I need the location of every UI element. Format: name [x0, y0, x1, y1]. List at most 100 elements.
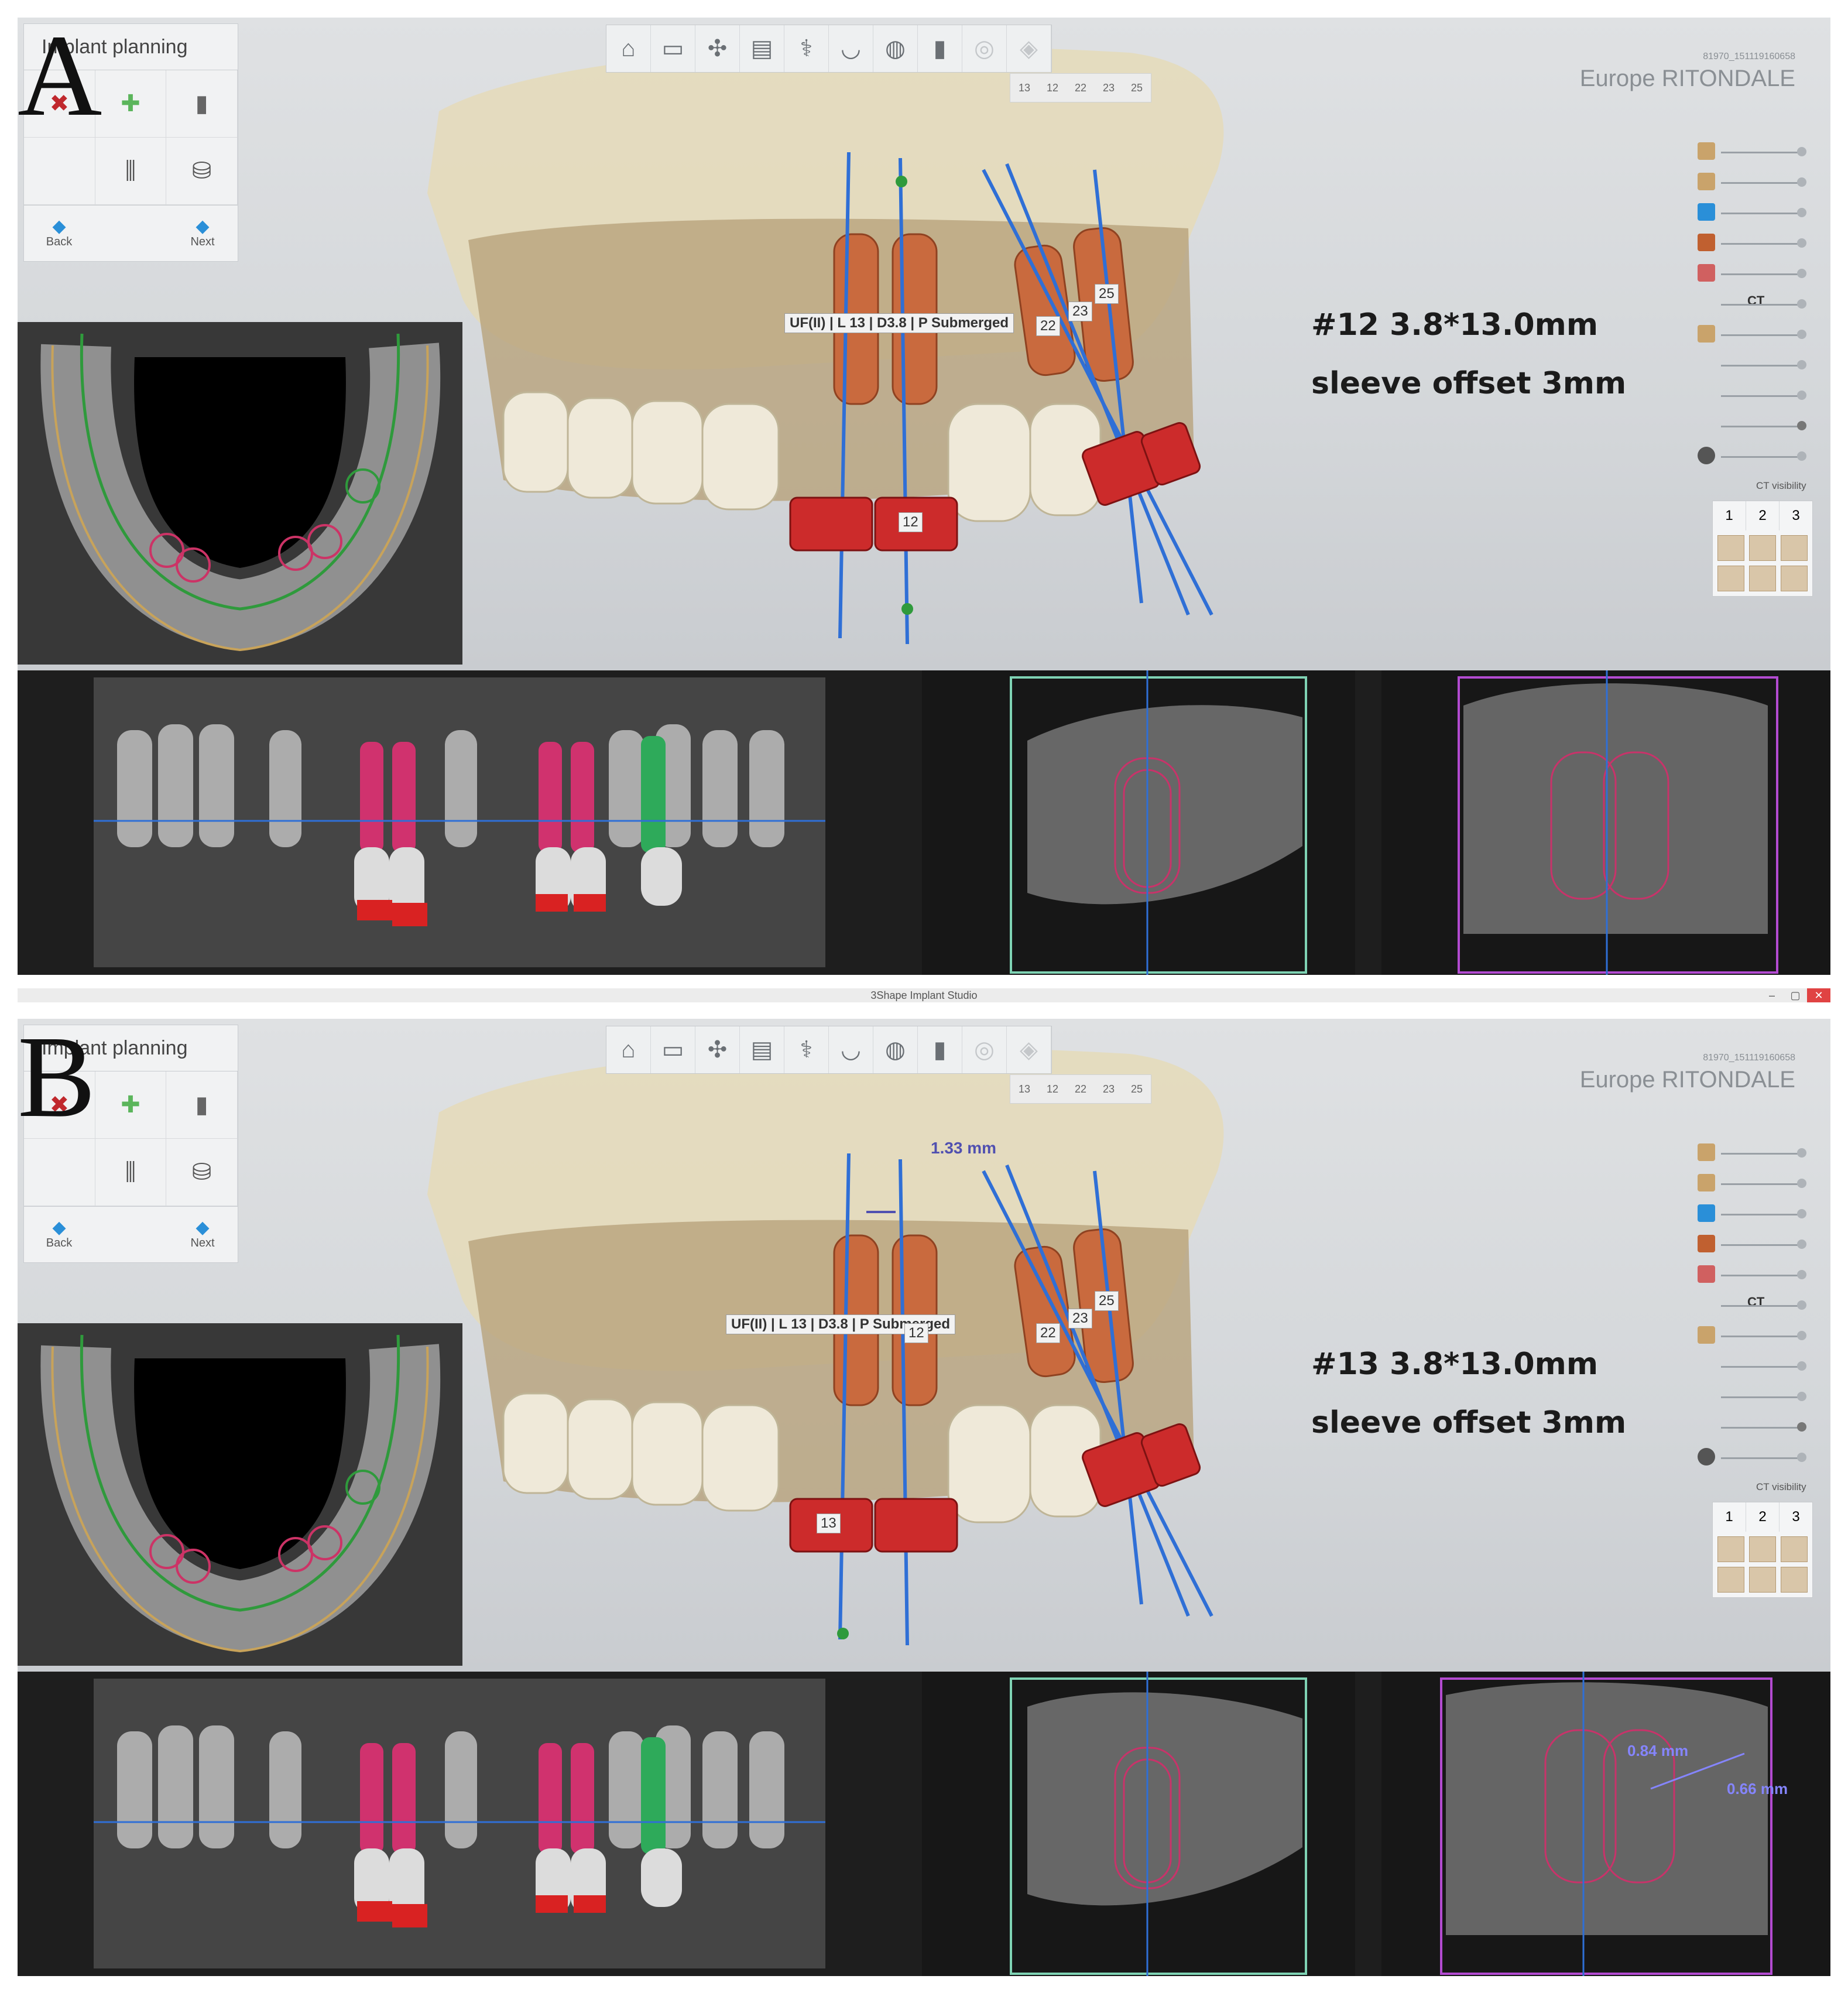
view-top-icon[interactable]: [1717, 1567, 1744, 1593]
cross-section-view-1[interactable]: [922, 670, 1355, 975]
ct-visibility-toggle[interactable]: CT visibility: [1756, 1481, 1806, 1492]
view-bottom-icon[interactable]: [1749, 1567, 1776, 1593]
slider-implant[interactable]: [1698, 1200, 1815, 1230]
implant-icon[interactable]: ▮: [918, 1026, 962, 1073]
layout-2[interactable]: 2: [1746, 501, 1780, 530]
view-left-icon[interactable]: [1749, 1536, 1776, 1562]
slider-sleeve[interactable]: [1698, 1230, 1815, 1261]
ct-visibility-toggle[interactable]: CT visibility: [1756, 480, 1806, 491]
slider-brightness[interactable]: [1698, 412, 1815, 442]
tab-implant-12[interactable]: 12: [1046, 82, 1059, 94]
layout-1[interactable]: 1: [1713, 1502, 1746, 1532]
close-icon[interactable]: ✕: [1807, 988, 1830, 1002]
slider-implant[interactable]: [1698, 198, 1815, 229]
slider-ct[interactable]: CT: [1698, 290, 1815, 320]
panoramic-icon[interactable]: ▤: [740, 25, 784, 72]
occlusal-ct-view[interactable]: [18, 322, 462, 665]
tab-implant-25[interactable]: 25: [1130, 82, 1143, 94]
layout-3[interactable]: 3: [1792, 1509, 1800, 1525]
home-icon[interactable]: ⌂: [606, 25, 651, 72]
add-implant-icon[interactable]: ✚: [95, 70, 167, 138]
parallel-icon[interactable]: ⫼: [95, 138, 167, 205]
next-button[interactable]: ◆Next: [167, 206, 238, 261]
guide-icon[interactable]: ◎: [962, 1026, 1007, 1073]
slider-gum[interactable]: [1698, 351, 1815, 381]
slider-model[interactable]: [1698, 138, 1815, 168]
arch-icon[interactable]: ◡: [829, 25, 873, 72]
tab-implant-22[interactable]: 22: [1074, 82, 1087, 94]
panoramic-view[interactable]: [94, 677, 825, 967]
view-front-icon[interactable]: [1717, 535, 1744, 561]
tab-implant-13[interactable]: 13: [1018, 82, 1031, 94]
nerve-icon[interactable]: ⚕: [784, 1026, 829, 1073]
slider-crown[interactable]: [1698, 381, 1815, 412]
slider-ct[interactable]: CT: [1698, 1291, 1815, 1321]
panoramic-icon[interactable]: ▤: [740, 1026, 784, 1073]
maximize-icon[interactable]: ▢: [1790, 989, 1801, 1001]
slider-tooth[interactable]: [1698, 320, 1815, 351]
delete-implant-icon[interactable]: ✖: [24, 70, 95, 138]
empty-slot: [24, 1139, 95, 1206]
layout-2[interactable]: 2: [1746, 1502, 1780, 1532]
home-icon[interactable]: ⌂: [606, 1026, 651, 1073]
tab-implant-23[interactable]: 23: [1102, 82, 1115, 94]
delete-implant-icon[interactable]: ✖: [24, 1071, 95, 1139]
tab-implant-13[interactable]: 13: [1018, 1083, 1031, 1095]
add-implant-icon[interactable]: ✚: [95, 1071, 167, 1139]
slider-nerve[interactable]: [1698, 259, 1815, 290]
slider-contrast[interactable]: [1698, 1443, 1815, 1474]
scan-check-icon[interactable]: ▭: [651, 1026, 695, 1073]
tooth-icon[interactable]: ◍: [873, 1026, 918, 1073]
tab-implant-25[interactable]: 25: [1130, 1083, 1143, 1095]
layout-1[interactable]: 1: [1713, 501, 1746, 530]
slider-jaw[interactable]: [1698, 1169, 1815, 1200]
slider-jaw[interactable]: [1698, 168, 1815, 198]
export-icon[interactable]: ◈: [1007, 25, 1051, 72]
minimize-icon[interactable]: –: [1768, 989, 1775, 1001]
cross-section-view-1[interactable]: [922, 1672, 1355, 1976]
sleeve-icon[interactable]: ⛁: [166, 138, 238, 205]
view-left-icon[interactable]: [1749, 535, 1776, 561]
view-back-icon[interactable]: [1781, 566, 1808, 591]
view-top-icon[interactable]: [1717, 566, 1744, 591]
implant-icon[interactable]: ▮: [918, 25, 962, 72]
scan-check-icon[interactable]: ▭: [651, 25, 695, 72]
arch-icon[interactable]: ◡: [829, 1026, 873, 1073]
slider-contrast[interactable]: [1698, 442, 1815, 472]
view-bottom-icon[interactable]: [1749, 566, 1776, 591]
view-front-icon[interactable]: [1717, 1536, 1744, 1562]
next-button[interactable]: ◆Next: [167, 1207, 238, 1262]
slider-gum[interactable]: [1698, 1352, 1815, 1382]
guide-icon[interactable]: ◎: [962, 25, 1007, 72]
tooth-icon[interactable]: ◍: [873, 25, 918, 72]
slider-tooth[interactable]: [1698, 1321, 1815, 1352]
view-right-icon[interactable]: [1781, 1536, 1808, 1562]
view-back-icon[interactable]: [1781, 1567, 1808, 1593]
back-button[interactable]: ◆Back: [24, 206, 94, 261]
tab-implant-23[interactable]: 23: [1102, 1083, 1115, 1095]
occlusal-ct-view[interactable]: [18, 1323, 462, 1666]
segmentation-icon[interactable]: ✣: [695, 25, 740, 72]
cross-section-view-2[interactable]: [1381, 670, 1830, 975]
parallel-icon[interactable]: ⫼: [95, 1139, 167, 1206]
layout-3[interactable]: 3: [1792, 508, 1800, 523]
slider-nerve[interactable]: [1698, 1261, 1815, 1291]
tab-implant-22[interactable]: 22: [1074, 1083, 1087, 1095]
implant-library-icon[interactable]: ▮: [166, 1071, 238, 1139]
cross-section-view-2[interactable]: 0.84 mm 0.66 mm: [1381, 1672, 1830, 1976]
view-right-icon[interactable]: [1781, 535, 1808, 561]
implant-library-icon[interactable]: ▮: [166, 70, 238, 138]
panoramic-view[interactable]: [94, 1679, 825, 1968]
slider-crown[interactable]: [1698, 1382, 1815, 1413]
contrast-icon: [1698, 1448, 1715, 1466]
nerve-icon[interactable]: ⚕: [784, 25, 829, 72]
segmentation-icon[interactable]: ✣: [695, 1026, 740, 1073]
arrow-left-icon: ◆: [52, 1218, 66, 1237]
export-icon[interactable]: ◈: [1007, 1026, 1051, 1073]
slider-brightness[interactable]: [1698, 1413, 1815, 1443]
back-button[interactable]: ◆Back: [24, 1207, 94, 1262]
sleeve-icon[interactable]: ⛁: [166, 1139, 238, 1206]
slider-model[interactable]: [1698, 1139, 1815, 1169]
tab-implant-12[interactable]: 12: [1046, 1083, 1059, 1095]
slider-sleeve[interactable]: [1698, 229, 1815, 259]
